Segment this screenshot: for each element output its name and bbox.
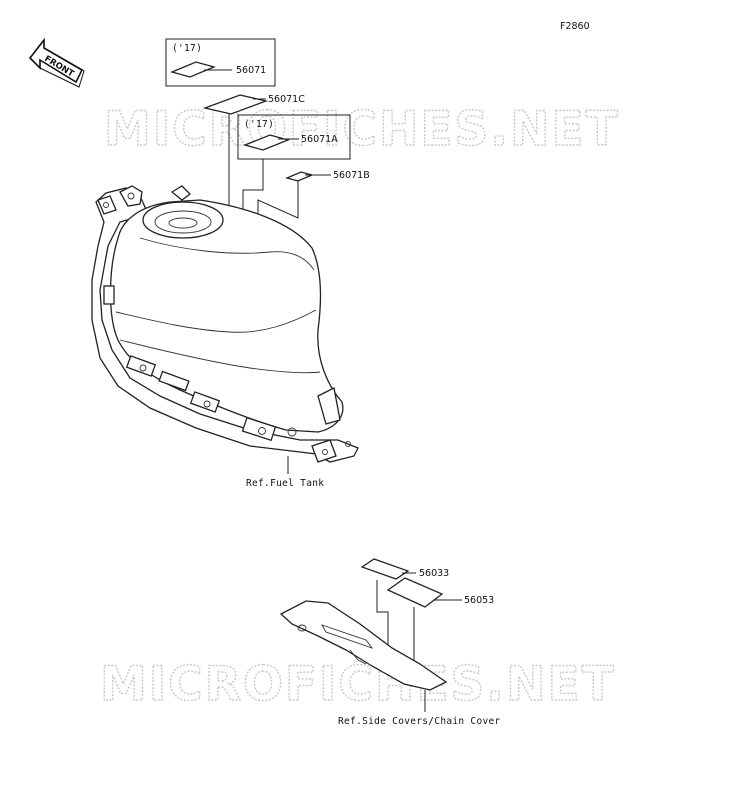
part-number-56033: 56033 — [419, 568, 449, 579]
part-number-56071: 56071 — [236, 65, 266, 76]
label-decal-56071B — [285, 171, 314, 182]
label-decal-56053 — [386, 577, 444, 608]
part-number-56053: 56053 — [464, 595, 494, 606]
callout-56071: ('17) 56071 — [165, 38, 276, 87]
chain-cover-illustration — [279, 600, 448, 712]
watermark-bottom: MICROFICHES.NET — [100, 657, 616, 712]
part-number-56071C: 56071C — [268, 94, 305, 105]
variant-note-56071A: ('17) — [244, 119, 274, 130]
watermark-top: MICROFICHES.NET — [104, 102, 620, 157]
variant-note-56071: ('17) — [172, 43, 202, 54]
label-decal-56071C — [202, 94, 269, 115]
callout-56053: 56053 — [386, 577, 494, 666]
part-number-56071A: 56071A — [301, 134, 338, 145]
fuel-tank-illustration — [91, 185, 359, 474]
front-arrow-icon: FRONT — [28, 37, 85, 88]
callout-56033: 56033 — [360, 558, 449, 650]
label-decal-56071A — [242, 134, 291, 151]
ref-side-covers-chain-cover: Ref.Side Covers/Chain Cover — [338, 716, 501, 727]
ref-fuel-tank: Ref.Fuel Tank — [246, 478, 324, 489]
part-number-56071B: 56071B — [333, 170, 370, 181]
label-decal-56071 — [170, 61, 216, 78]
label-decal-56033 — [360, 558, 410, 580]
figure-code: F2860 — [560, 21, 590, 32]
